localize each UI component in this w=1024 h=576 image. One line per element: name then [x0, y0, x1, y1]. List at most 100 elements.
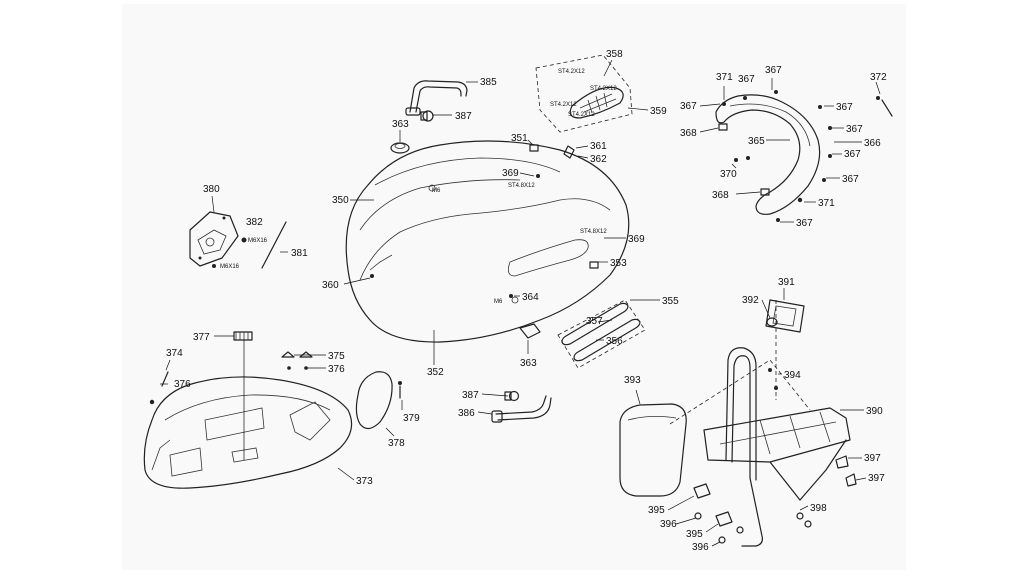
- spec-m6x16-a: M6X16: [248, 238, 268, 244]
- grommet-363-lower: [519, 323, 541, 339]
- label-371-upper: 371: [716, 72, 733, 83]
- spec-st48x12-b: ST4.8X12: [580, 229, 607, 235]
- label-396-lower: 396: [692, 542, 709, 553]
- callout-labels: 385 387 363 358 359 351 361 362 369 350 …: [166, 49, 887, 553]
- label-380: 380: [203, 184, 220, 195]
- label-353: 353: [610, 258, 627, 269]
- label-379: 379: [403, 413, 420, 424]
- spec-st42x12-b: ST4.2X12: [590, 86, 617, 92]
- label-396-upper: 396: [660, 519, 677, 530]
- label-363-lower: 363: [520, 358, 537, 369]
- spec-m6x16-b: M6X16: [220, 264, 240, 270]
- label-370: 370: [720, 169, 737, 180]
- spec-st48x12-a: ST4.8X12: [508, 183, 535, 189]
- hardware-367-371-group: [718, 90, 832, 222]
- label-357: 357: [586, 316, 603, 327]
- bolt-m6x16-lower: [212, 264, 216, 268]
- washer-398: [796, 512, 812, 528]
- reflector-391: [765, 299, 805, 333]
- label-387-lower: 387: [462, 390, 479, 401]
- screw-369-upper: [536, 174, 540, 178]
- label-350: 350: [332, 195, 349, 206]
- label-365: 365: [748, 136, 765, 147]
- label-392: 392: [742, 295, 759, 306]
- backrest-393: [619, 403, 687, 497]
- screw-360: [370, 274, 374, 278]
- label-368-lower: 368: [712, 190, 729, 201]
- screw-361: [563, 145, 575, 159]
- clip-353: [589, 261, 599, 269]
- bolts-397: [835, 455, 857, 487]
- bracket-368-lower: [760, 188, 770, 196]
- rear-carrier-390: [703, 347, 851, 547]
- label-367-a: 367: [738, 74, 755, 85]
- diagram-background: [122, 4, 906, 570]
- label-377: 377: [193, 332, 210, 343]
- label-351: 351: [511, 133, 528, 144]
- label-359: 359: [650, 106, 667, 117]
- label-395-lower: 395: [686, 529, 703, 540]
- spec-m6-b: M6: [494, 299, 503, 305]
- rod-372: [876, 96, 893, 117]
- seat-lock-380: [189, 211, 239, 267]
- label-393: 393: [624, 375, 641, 386]
- label-381: 381: [291, 248, 308, 259]
- label-367-d: 367: [836, 102, 853, 113]
- label-363-upper: 363: [392, 119, 409, 130]
- nut-387-upper: [420, 110, 434, 122]
- dashed-group-355: [557, 299, 646, 369]
- screw-379: [398, 381, 402, 399]
- label-397-lower: 397: [868, 473, 885, 484]
- spec-st42x12-c: ST4.2X12: [550, 102, 577, 108]
- leader-lines: [160, 59, 881, 547]
- nut-392: [766, 317, 778, 327]
- side-cover-350: [345, 140, 630, 343]
- label-378: 378: [388, 438, 405, 449]
- spec-st42x12-d: ST4.2X12: [568, 112, 595, 118]
- screw-364: [509, 294, 513, 298]
- label-369-lower: 369: [628, 234, 645, 245]
- label-387-upper: 387: [455, 111, 472, 122]
- label-373: 373: [356, 476, 373, 487]
- label-375: 375: [328, 351, 345, 362]
- label-368-upper: 368: [680, 128, 697, 139]
- label-395-upper: 395: [648, 505, 665, 516]
- strap-357: [561, 302, 629, 346]
- cable-381: [261, 221, 287, 269]
- label-352: 352: [427, 367, 444, 378]
- label-374: 374: [166, 348, 183, 359]
- label-356: 356: [606, 336, 623, 347]
- label-376-left: 376: [174, 379, 191, 390]
- label-367-h: 367: [796, 218, 813, 229]
- screw-376-left: [149, 399, 155, 405]
- label-366: 366: [864, 138, 881, 149]
- label-364: 364: [522, 292, 539, 303]
- rear-rack-rail-358: [569, 86, 624, 119]
- label-376-right: 376: [328, 364, 345, 375]
- bolt-382: [241, 237, 247, 243]
- grab-handle-385: [405, 80, 468, 116]
- label-361: 361: [590, 141, 607, 152]
- label-382: 382: [246, 217, 263, 228]
- bolts-395-396: [693, 483, 744, 544]
- label-360: 360: [322, 280, 339, 291]
- storage-box-373: [143, 376, 353, 489]
- strap-356: [573, 318, 641, 362]
- spec-st42x12-a: ST4.2X12: [558, 69, 585, 75]
- spec-labels: ST4.2X12 ST4.2X12 ST4.2X12 ST4.2X12 ST4.…: [220, 69, 617, 305]
- grab-handle-386: [491, 395, 552, 423]
- grommet-363-upper: [390, 142, 410, 154]
- clip-351: [529, 144, 539, 152]
- label-367-f: 367: [844, 149, 861, 160]
- bolt-394: [768, 368, 778, 390]
- label-385: 385: [480, 77, 497, 88]
- bracket-368-upper: [718, 123, 728, 131]
- label-369-upper: 369: [502, 168, 519, 179]
- label-367-c: 367: [680, 101, 697, 112]
- label-362: 362: [590, 154, 607, 165]
- rear-rail-365: [715, 94, 821, 215]
- dashed-mount-390: [669, 359, 811, 425]
- label-367-b: 367: [765, 65, 782, 76]
- label-398: 398: [810, 503, 827, 514]
